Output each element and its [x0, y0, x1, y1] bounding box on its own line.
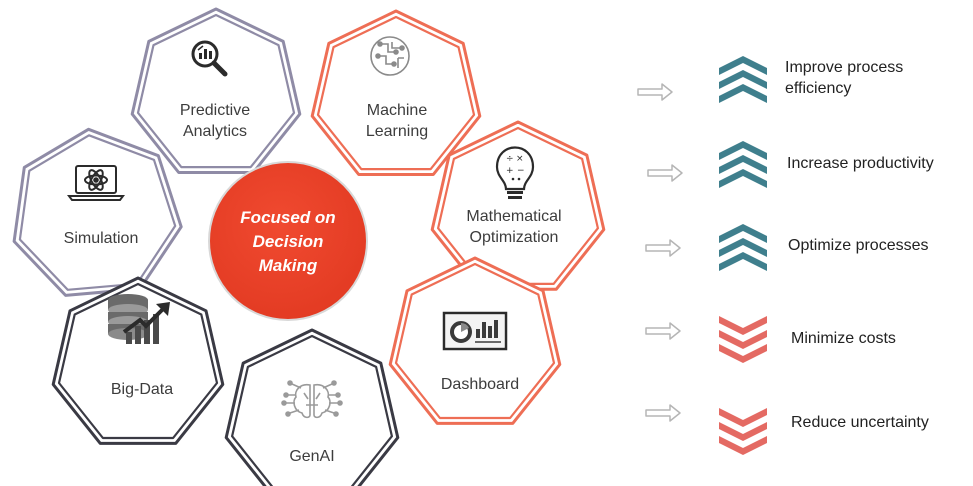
dashboard-screen-icon [442, 311, 508, 351]
outcome-label-1: Improve process efficiency [785, 57, 903, 99]
svg-text:−: − [517, 166, 525, 176]
mathematical-optimization-label: Mathematical Optimization [439, 206, 589, 248]
outcome-3-line-1: Optimize processes [788, 237, 929, 254]
predictive-analytics-line-2: Analytics [182, 123, 248, 140]
chevron-down-icon-4 [719, 316, 767, 363]
outcome-1-line-1: Improve process [785, 59, 904, 76]
center-line-2: Decision [252, 232, 324, 251]
chevron-up-icon-1 [719, 56, 767, 103]
dashboard-label: Dashboard [405, 374, 555, 395]
ai-brain-icon [281, 380, 343, 419]
outcome-label-3: Optimize processes [788, 235, 929, 256]
chevron-down-icon-5 [719, 408, 767, 455]
circuit-brain-icon [370, 36, 410, 76]
svg-text:×: × [516, 154, 524, 164]
outcome-label-5: Reduce uncertainty [791, 412, 929, 433]
mathematical-optimization-line-2: Optimization [469, 229, 559, 246]
genai-line-1: GenAI [289, 448, 335, 465]
center-circle [208, 161, 368, 321]
big-data-heptagon [51, 276, 225, 445]
predictive-analytics-heptagon [130, 7, 302, 174]
machine-learning-line-2: Learning [365, 123, 429, 140]
outcome-arrow-5 [645, 404, 681, 422]
simulation-label: Simulation [26, 228, 176, 249]
outcome-arrow-1 [637, 83, 673, 101]
center-line-1: Focused on [240, 208, 336, 227]
svg-text:+: + [506, 166, 514, 176]
outcome-1-line-2: efficiency [785, 80, 852, 97]
outcome-arrow-4 [645, 322, 681, 340]
laptop-atom-icon [67, 165, 125, 201]
mathematical-optimization-line-1: Mathematical [466, 208, 562, 225]
lightbulb-math-icon: ÷ × + − [495, 146, 535, 199]
center-title: Focused on Decision Making [208, 206, 368, 278]
simulation-line-1: Simulation [63, 230, 139, 247]
dashboard-line-1: Dashboard [440, 376, 520, 393]
genai-label: GenAI [237, 446, 387, 467]
chevron-up-icon-2 [719, 141, 767, 188]
machine-learning-label: Machine Learning [322, 100, 472, 142]
machine-learning-line-1: Machine [366, 102, 428, 119]
predictive-analytics-label: Predictive Analytics [140, 100, 290, 142]
genai-heptagon [224, 328, 400, 486]
outcome-arrow-3 [645, 239, 681, 257]
svg-text:÷: ÷ [506, 154, 514, 164]
outcome-arrow-2 [647, 164, 683, 182]
simulation-heptagon [12, 127, 183, 297]
database-growth-icon [108, 294, 170, 344]
outcome-label-2: Increase productivity [787, 153, 934, 174]
center-line-3: Making [258, 256, 318, 275]
outcome-5-line-1: Reduce uncertainty [791, 414, 929, 431]
predictive-analytics-line-1: Predictive [179, 102, 251, 119]
machine-learning-heptagon [310, 9, 482, 176]
magnifier-chart-icon [191, 40, 228, 77]
big-data-label: Big-Data [67, 379, 217, 400]
outcome-2-line-1: Increase productivity [787, 155, 934, 172]
outcome-4-line-1: Minimize costs [791, 330, 896, 347]
outcome-label-4: Minimize costs [791, 328, 896, 349]
chevron-up-icon-3 [719, 224, 767, 271]
big-data-line-1: Big-Data [110, 381, 174, 398]
